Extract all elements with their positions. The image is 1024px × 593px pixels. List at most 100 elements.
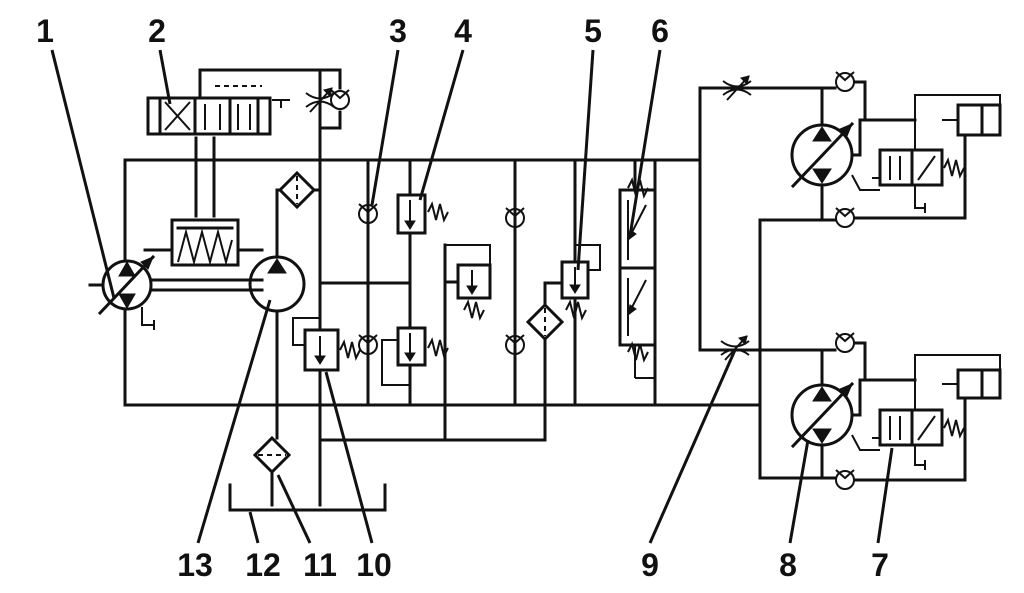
variable-motor-8-part (851, 434, 880, 451)
servo-cylinder-upper (956, 103, 1002, 137)
return-filter (526, 303, 564, 341)
motor-lower-link (853, 341, 867, 382)
callout-10: 10 (356, 547, 392, 583)
variable-motor-upper-part (812, 126, 832, 142)
variable-motor-8-part (812, 386, 832, 402)
suction-filter-11 (252, 435, 292, 507)
leader-11 (276, 474, 312, 544)
leader-9 (648, 349, 737, 544)
relief-valve-lower (381, 326, 449, 386)
relief-valve-4 (396, 193, 449, 235)
callout-2: 2 (148, 13, 166, 49)
relief-valve-10-part (292, 317, 320, 346)
servo-cylinder-upper-part (956, 103, 1002, 137)
control-valve-7-part (914, 354, 1001, 410)
leader-5 (576, 49, 595, 271)
relief-valve-middle-part (445, 244, 491, 265)
leader-3 (370, 49, 400, 206)
variable-pump-motor-1 (88, 254, 264, 330)
oil-tank-12 (228, 483, 387, 512)
variable-pump-motor-1-part (141, 307, 154, 326)
spring-brake-cylinder-part (177, 228, 233, 266)
spring-icon (463, 301, 485, 319)
relief-valve-10 (292, 317, 361, 372)
directional-valve-2-part (164, 101, 191, 131)
motor-upper-return (853, 133, 967, 220)
leader-13 (196, 299, 272, 544)
check-valve-motor-lower-a (835, 332, 855, 353)
relief-valve-middle (443, 244, 492, 319)
spring-icon (943, 419, 965, 437)
variable-pump-motor-1-part (118, 293, 136, 310)
throttle-valve-9 (720, 335, 750, 361)
variable-motor-8-part (839, 383, 853, 397)
callout-1: 1 (36, 13, 54, 49)
control-valve-7-upper (872, 94, 1001, 213)
leader-2 (158, 49, 172, 105)
variable-motor-upper-part (850, 118, 917, 157)
variable-motor-8 (790, 348, 917, 480)
directional-valve-2-part (198, 68, 342, 100)
check-valve-motor-upper-b (835, 207, 855, 228)
relief-valve-10-part (314, 355, 326, 365)
servo-cylinder-lower-part (956, 368, 1002, 400)
leader-6 (628, 49, 662, 237)
callout-7: 7 (871, 547, 889, 583)
callout-13: 13 (177, 547, 213, 583)
check-valve-motor-upper-a (835, 71, 855, 92)
filter-suction-upper (278, 171, 316, 209)
variable-motor-upper-part (839, 123, 853, 137)
callout-5: 5 (584, 13, 602, 49)
variable-motor-8-part (850, 378, 917, 417)
leader-7 (876, 447, 894, 544)
main-piping (123, 68, 837, 507)
check-valve-motor-lower-b (835, 469, 855, 490)
callout-12: 12 (245, 547, 281, 583)
leader-1 (50, 49, 116, 299)
servo-cylinder-lower (956, 368, 1002, 400)
relief-valve-middle-part (456, 263, 492, 300)
leader-8 (788, 439, 810, 544)
relief-valve-10-part (303, 328, 340, 372)
spring-icon (339, 341, 361, 359)
callout-6: 6 (651, 13, 669, 49)
relief-valve-lower-part (404, 352, 416, 362)
control-valve-7-upper-part (917, 155, 936, 181)
callout-3: 3 (389, 13, 407, 49)
charge-pump-13 (248, 171, 322, 440)
variable-motor-8-part (812, 428, 832, 444)
spring-brake-cylinder (143, 218, 264, 267)
leader-4 (418, 49, 465, 201)
motor-upper-link (853, 80, 867, 122)
callout-4: 4 (454, 13, 472, 49)
charge-pump-13-part (275, 188, 282, 259)
relief-valve-5-part (575, 244, 601, 271)
variable-pump-motor-1-part (97, 254, 156, 316)
relief-valve-4-part (404, 220, 416, 230)
leader-10 (324, 371, 374, 544)
directional-valve-2-part (318, 110, 342, 130)
variable-motor-8-part (790, 381, 855, 449)
relief-valve-middle-part (466, 285, 478, 295)
callout-11: 11 (303, 547, 337, 583)
leader-lines (50, 49, 894, 544)
spring-icon (427, 203, 449, 221)
control-valve-7 (872, 354, 1001, 470)
directional-valve-2 (146, 68, 350, 218)
callout-9: 9 (641, 547, 659, 583)
control-valve-7-upper-part (914, 94, 1001, 150)
oil-tank-12-part (228, 483, 387, 512)
leader-12 (248, 511, 260, 544)
relief-valve-lower-part (381, 339, 410, 386)
charge-pump-13-part (267, 258, 287, 274)
variable-motor-upper (790, 86, 917, 222)
callout-8: 8 (779, 547, 797, 583)
variable-pump-motor-1-part (140, 256, 154, 270)
control-valve-7-part (917, 415, 936, 441)
relief-valve-5-part (569, 284, 581, 294)
spring-icon (943, 159, 965, 177)
control-valve-7-upper-part (914, 185, 925, 209)
flushing-valve-6 (618, 179, 657, 361)
relief-valve-5 (560, 244, 601, 319)
